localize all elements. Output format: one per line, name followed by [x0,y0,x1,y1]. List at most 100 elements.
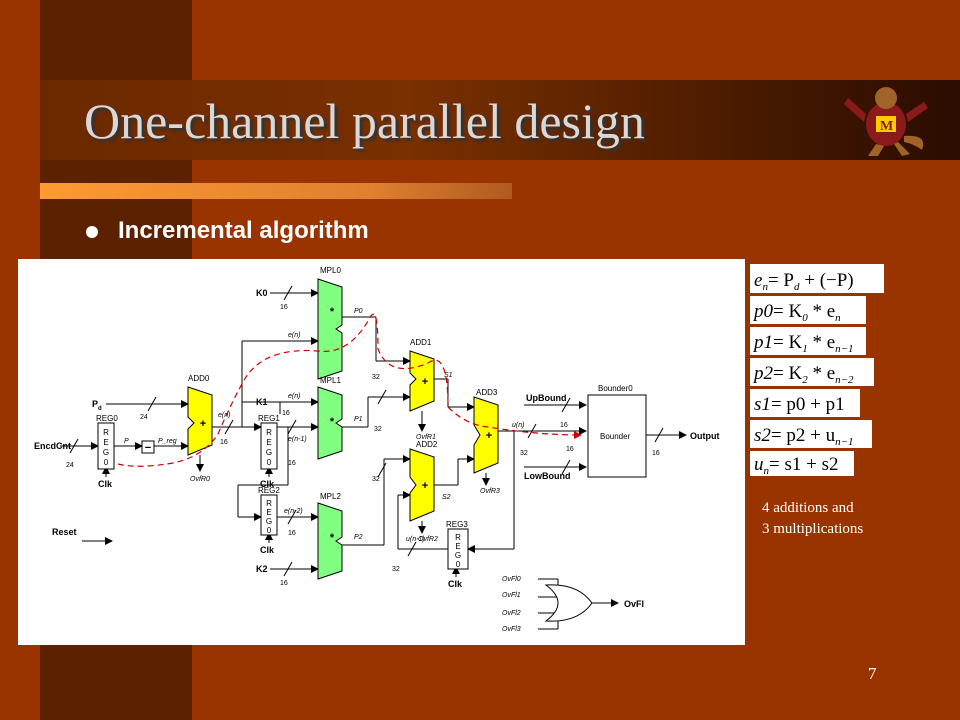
circuit-diagram: MPL0 MPL1 MPL2 ADD0 ADD1 ADD2 ADD3 REG0 … [18,259,745,645]
mpl1-block [317,386,343,460]
reg1-clk: Clk [260,479,275,489]
s2-signal: S2 [442,494,451,501]
bounder-name: Bounder0 [598,384,633,393]
add1-plus: + [422,376,428,388]
reg1-letter-o: 0 [267,458,272,467]
add3-plus: + [486,430,492,442]
ovfl-label: OvFl [624,599,644,609]
k0-label: K0 [256,288,268,298]
gopher-mascot-icon: M [844,87,928,156]
p1-signal: P1 [354,416,363,423]
slide-title: One-channel parallel design [84,93,645,149]
note-line-2: 3 multiplications [762,521,864,537]
ovfr1-signal: OvfR1 [416,434,436,441]
reg1-box [260,422,278,470]
reg0-letter-r: R [103,428,109,437]
reg3-letter-o: 0 [456,560,461,569]
ovfl0-signal: OvFl0 [502,576,521,583]
un-signal: u(n) [512,422,524,429]
ovfr0-signal: OvfR0 [190,476,210,483]
or-gate [544,584,593,622]
equation-2: p1= K1 * en−1 [752,332,854,355]
pd-label: Pd [92,399,102,412]
reset-label: Reset [52,527,77,537]
reg2-box [260,494,278,536]
reg3-letter-e: E [455,542,460,551]
add2-plus: + [422,480,428,492]
bounder-box [587,394,647,478]
reg0-letter-o: 0 [104,458,109,467]
ovfl2-signal: OvFl2 [502,610,521,617]
add0-label: ADD0 [188,374,210,383]
width-k2: 16 [280,580,288,587]
reg1-letter-r: R [266,428,272,437]
width-un: 32 [520,450,528,457]
width-p1: 32 [374,426,382,433]
ovfr3-signal: OvfR3 [480,488,500,495]
equation-4: s1= p0 + p1 [754,394,845,415]
mpl2-times: * [330,532,335,544]
encdcnt-label: EncdCnt [34,441,71,451]
equation-6: un= s1 + s2 [754,454,838,476]
output-label: Output [690,431,720,441]
reg2-clk: Clk [260,545,275,555]
reg1-label: REG1 [258,414,280,423]
equation-0: en= Pd + (−P) [754,270,854,293]
width-pd: 24 [140,414,148,421]
width-en: 16 [220,439,228,446]
mpl1-times: * [330,416,335,428]
p0-signal: P0 [354,308,363,315]
en2-signal: e(n-2) [284,508,303,515]
ovfr2-signal: OvfR2 [418,536,438,543]
add0-block [187,386,213,456]
reg3-letter-g: G [455,551,461,560]
width-upbound: 16 [560,422,568,429]
reg0-box [97,422,115,470]
reg0-letter-e: E [103,438,108,447]
mpl2-label: MPL2 [320,492,341,501]
width-p0: 32 [372,374,380,381]
title-band [40,80,960,160]
mpl1-label: MPL1 [320,376,341,385]
add0-plus: + [200,418,206,430]
reg0-clk: Clk [98,479,113,489]
s1-signal: S1 [444,372,453,379]
width-k1: 16 [282,410,290,417]
reg3-box [447,528,469,570]
equation-list: en= Pd + (−P) p0= K0 * en p1= K1 * en−1 … [750,264,884,476]
reg2-letter-r: R [266,499,272,508]
width-output: 16 [652,450,660,457]
bullet-text: Incremental algorithm [118,217,369,244]
reg0-label: REG0 [96,414,118,423]
en-signal-add0: e(n) [218,412,230,419]
operation-count-note: 4 additions and 3 multiplications [762,498,863,540]
mpl0-block [317,278,343,380]
page-number: 7 [868,664,877,683]
reg3-clk: Clk [448,579,463,589]
width-en2: 16 [288,530,296,537]
reg2-label: REG2 [258,486,280,495]
p-signal: P [124,438,129,445]
un1-signal: u(n-1) [406,536,425,543]
upbound-label: UpBound [526,393,567,403]
bounder-label: Bounder [600,432,631,441]
reg1-letter-g: G [266,448,272,457]
en1-signal: e(n-1) [288,436,307,443]
reg3-letter-r: R [455,533,461,542]
en-signal-top: e(n) [288,332,300,339]
reg2-letter-g: G [266,517,272,526]
k1-label: K1 [256,397,268,407]
note-line-1: 4 additions and [762,500,854,516]
data-path-highlight [117,313,582,467]
minus-sign: − [145,442,151,454]
ovfl1-signal: OvFl1 [502,592,521,599]
k2-label: K2 [256,564,268,574]
width-en1: 16 [288,460,296,467]
add2-label: ADD2 [416,440,438,449]
width-k0: 16 [280,304,288,311]
add1-label: ADD1 [410,338,432,347]
reg0-letter-g: G [103,448,109,457]
en-signal-mid: e(n) [288,393,300,400]
reg3-label: REG3 [446,520,468,529]
width-lowbound: 16 [566,446,574,453]
